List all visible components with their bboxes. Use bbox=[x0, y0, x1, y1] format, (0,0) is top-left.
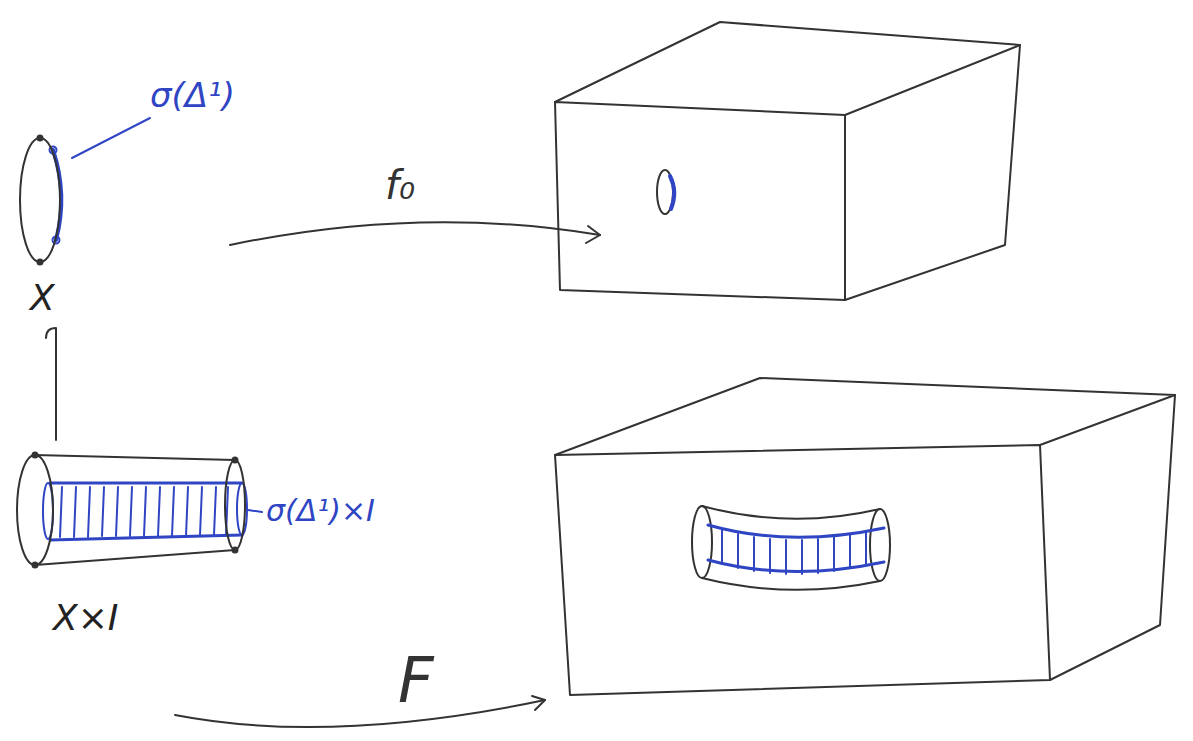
leader-line bbox=[248, 510, 262, 512]
map-label: f₀ bbox=[385, 165, 415, 205]
space-label: X bbox=[30, 280, 55, 316]
arrow-head bbox=[532, 696, 545, 710]
inclusion-arrow bbox=[46, 328, 56, 440]
leader-line bbox=[72, 118, 150, 158]
map-label: F bbox=[398, 650, 434, 712]
box-side bbox=[845, 45, 1020, 300]
image-strip bbox=[708, 525, 884, 574]
space-label: X×I bbox=[53, 600, 118, 636]
vertex-dot bbox=[33, 453, 38, 458]
box-front bbox=[555, 445, 1050, 695]
vertex-dot bbox=[33, 563, 38, 568]
space-node: X bbox=[12, 132, 72, 322]
arrow-head bbox=[586, 226, 600, 243]
space-circle bbox=[20, 138, 60, 262]
strip-label: σ(Δ¹)×I bbox=[266, 496, 375, 526]
node-outline bbox=[8, 440, 258, 640]
map-arrow bbox=[230, 222, 600, 245]
cylinder-end bbox=[225, 460, 245, 550]
box-front bbox=[555, 102, 845, 300]
box-top bbox=[555, 22, 1020, 115]
image-end bbox=[692, 506, 712, 578]
connector-line bbox=[46, 328, 56, 440]
image-arc bbox=[670, 176, 674, 209]
vertex-dot bbox=[233, 548, 238, 553]
vertex-dot bbox=[38, 136, 43, 141]
vertex-dot bbox=[233, 458, 238, 463]
cylinder-side bbox=[35, 455, 235, 565]
image-side bbox=[702, 506, 880, 519]
vertex-dot bbox=[38, 260, 43, 265]
image-side bbox=[702, 578, 880, 590]
cylinder-end bbox=[17, 455, 53, 565]
simplex-label: σ(Δ¹) bbox=[150, 78, 235, 112]
simplex-strip bbox=[43, 483, 247, 540]
map-arrow bbox=[175, 700, 545, 727]
box-top bbox=[555, 378, 1175, 455]
image-end bbox=[870, 509, 890, 581]
space-node: X×I bbox=[8, 440, 258, 640]
box-side bbox=[1050, 395, 1175, 680]
